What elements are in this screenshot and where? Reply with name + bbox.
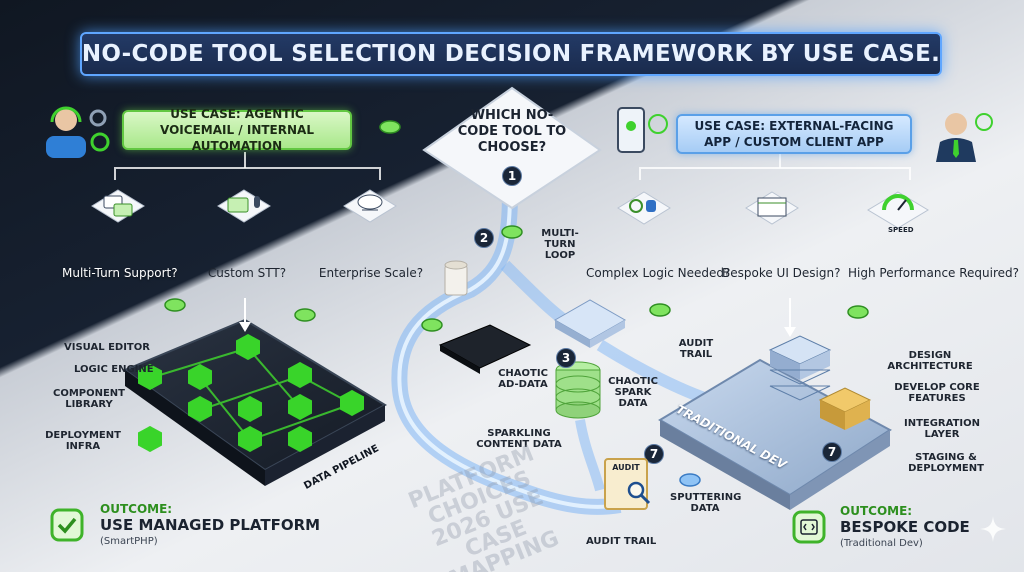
right-outcome-heading: OUTCOME: — [840, 504, 913, 518]
left-outcome-sub: (SmartPHP) — [100, 536, 158, 547]
step-badge-3: 3 — [556, 348, 576, 368]
platform-node — [138, 364, 162, 390]
page-title: NO-CODE TOOL SELECTION DECISION FRAMEWOR… — [81, 41, 941, 67]
label-sputtering-data: SPUTTERING DATA — [670, 492, 742, 514]
platform-node — [238, 396, 262, 422]
right-question-1: Complex Logic Needed? — [586, 266, 731, 280]
component-library: COMPONENT LIBRARY — [52, 388, 125, 410]
left-outcome-value: USE MANAGED PLATFORM — [100, 516, 321, 534]
right-question-3: High Performance Required? — [848, 266, 1020, 280]
left-question-1: Multi-Turn Support? — [62, 266, 178, 280]
right-question-2: Bespoke UI Design? — [722, 266, 841, 280]
step-develop-core-features: DEVELOP CORE FEATURES — [894, 382, 980, 404]
business-person-icon — [936, 113, 993, 162]
platform-node — [288, 394, 312, 420]
ui-layout-icon — [745, 191, 799, 225]
label-audit-trail-bottom: AUDIT TRAIL — [586, 536, 657, 547]
step-badge-1: 1 — [502, 166, 522, 186]
notebook-icon — [438, 324, 532, 374]
code-icon — [792, 510, 826, 544]
right-use-case: USE CASE: EXTERNAL-FACING APP / CUSTOM C… — [676, 114, 912, 154]
server-stack-icon — [768, 335, 832, 401]
platform-node — [236, 334, 260, 360]
label-multi-turn-loop: MULTI-TURN LOOP — [541, 228, 579, 261]
platform-node — [238, 426, 262, 452]
coffee-cup-icon — [444, 260, 468, 296]
center-question-text: WHICH NO-CODE TOOL TO CHOOSE? — [457, 108, 567, 155]
left-question-2: Custom STT? — [207, 266, 287, 280]
platform-node — [288, 362, 312, 388]
component-logic-engine: LOGIC ENGINE — [74, 364, 154, 375]
speed-gauge-icon — [867, 191, 929, 229]
left-outcome-heading: OUTCOME: — [100, 502, 173, 516]
left-question-3: Enterprise Scale? — [318, 266, 424, 280]
step-staging-deployment: STAGING & DEPLOYMENT — [908, 452, 984, 474]
component-deployment-infra: DEPLOYMENT INFRA — [45, 430, 121, 452]
mobile-user-icon — [617, 107, 668, 153]
step-badge-7a: 7 — [644, 444, 664, 464]
center-question: WHICH NO-CODE TOOL TO CHOOSE? — [452, 108, 572, 156]
right-outcome-value: BESPOKE CODE — [840, 518, 970, 536]
label-audit-trail-top: AUDIT TRAIL — [678, 338, 714, 360]
platform-node — [188, 364, 212, 390]
platform-node — [340, 390, 364, 416]
speed-gauge-label: SPEED — [888, 226, 914, 234]
right-outcome-sub: (Traditional Dev) — [840, 538, 923, 549]
platform-node — [188, 396, 212, 422]
platform-node — [138, 426, 162, 452]
chat-bubbles-icon — [91, 189, 145, 223]
step-design-architecture: DESIGN ARCHITECTURE — [887, 350, 973, 372]
database-icon — [555, 361, 601, 419]
sparkle-icon — [980, 516, 1006, 542]
label-chaotic-ad-data: CHAOTIC AD-DATA — [498, 368, 548, 390]
audit-card-title: AUDIT — [612, 463, 640, 472]
voice-mic-icon — [217, 189, 271, 223]
label-chaotic-spark-data: CHAOTIC SPARK DATA — [608, 376, 658, 409]
platform-node — [288, 426, 312, 452]
title-banner: NO-CODE TOOL SELECTION DECISION FRAMEWOR… — [80, 32, 942, 76]
gear-database-icon — [617, 191, 671, 225]
headset-agent-icon — [46, 106, 110, 158]
checkmark-icon — [50, 508, 84, 542]
label-sparkling-content-data: SPARKLING CONTENT DATA — [476, 428, 562, 450]
step-badge-2: 2 — [474, 228, 494, 248]
step-badge-7b: 7 — [822, 442, 842, 462]
cloud-network-icon — [343, 189, 397, 223]
component-visual-editor: VISUAL EDITOR — [64, 342, 150, 353]
magnifier-icon — [627, 481, 651, 505]
step-integration-layer: INTEGRATION LAYER — [903, 418, 981, 440]
left-use-case: USE CASE: AGENTIC VOICEMAIL / INTERNAL A… — [122, 107, 352, 153]
